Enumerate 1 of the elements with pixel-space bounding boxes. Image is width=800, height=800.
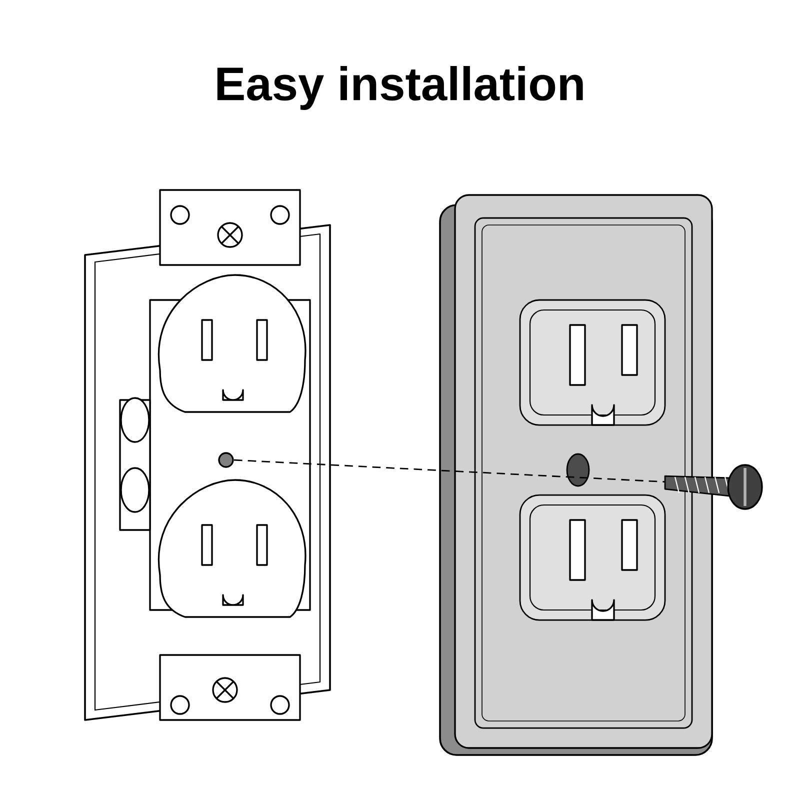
title: Easy installation <box>217 66 583 110</box>
